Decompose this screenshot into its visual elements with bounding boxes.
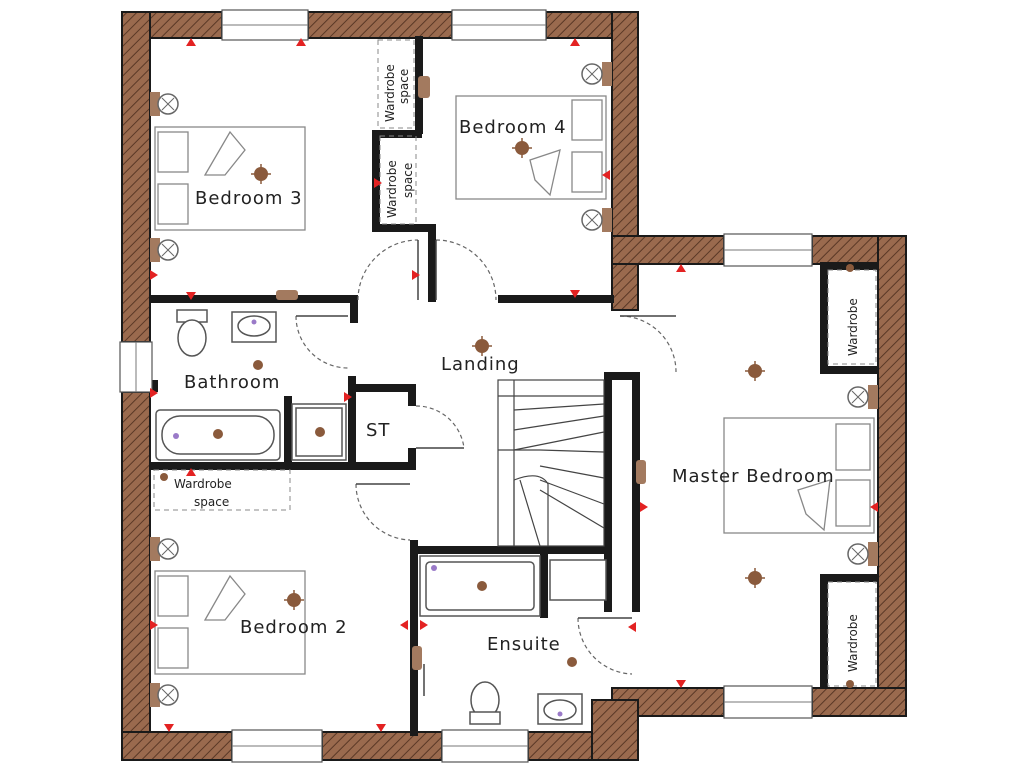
socket-marker-icon <box>870 502 878 512</box>
radiator-icon <box>581 62 612 86</box>
light-point-icon <box>477 581 487 591</box>
wardrobe-label-master-top: Wardrobe <box>846 298 860 356</box>
light-point-icon <box>253 360 263 370</box>
socket-marker-icon <box>602 170 610 180</box>
light-points <box>160 138 854 688</box>
socket-marker-icon <box>412 270 420 280</box>
exterior-walls <box>121 11 907 761</box>
door-swing-icon <box>435 239 497 301</box>
radiator-icon <box>276 290 298 300</box>
wardrobe-space-label-3b: space <box>194 495 229 509</box>
room-label-bedroom2: Bedroom 2 <box>240 617 348 638</box>
radiators <box>150 62 878 707</box>
room-label-st: ST <box>366 420 390 441</box>
radiator-icon <box>150 238 179 262</box>
room-labels: Bedroom 3 Bedroom 4 Bathroom Landing ST … <box>184 117 835 655</box>
socket-marker-icon <box>420 620 428 630</box>
socket-marker-icon <box>150 388 158 398</box>
wardrobe-label-master-bottom: Wardrobe <box>846 614 860 672</box>
radiator-icon <box>847 385 878 409</box>
socket-marker-icon <box>628 622 636 632</box>
socket-marker-icon <box>374 178 382 188</box>
socket-marker-icon <box>150 620 158 630</box>
socket-marker-icon <box>676 264 686 272</box>
toilet-bathroom <box>176 309 208 357</box>
radiator-icon <box>150 683 179 707</box>
light-point-icon <box>315 427 325 437</box>
door-swing-icon <box>619 315 677 373</box>
door-swing-icon <box>577 617 633 675</box>
basin-ensuite <box>537 693 583 725</box>
room-label-bedroom4: Bedroom 4 <box>459 117 567 138</box>
wardrobe-spaces <box>153 39 877 687</box>
light-point-icon <box>472 336 492 356</box>
room-label-landing: Landing <box>441 354 520 375</box>
toilet-ensuite <box>469 681 501 725</box>
socket-marker-icon <box>296 38 306 46</box>
socket-marker-icon <box>570 290 580 298</box>
light-point-icon <box>745 361 765 381</box>
wardrobe-space-label-2b: space <box>401 163 415 198</box>
wardrobe-space-label-2: Wardrobe <box>385 160 399 218</box>
socket-marker-icon <box>164 724 174 732</box>
staircase <box>497 379 605 547</box>
room-label-ensuite: Ensuite <box>487 634 561 655</box>
room-label-bathroom: Bathroom <box>184 372 280 393</box>
doors <box>295 239 677 696</box>
radiator-icon <box>847 542 878 566</box>
radiator-icon <box>150 92 179 116</box>
room-label-master-bedroom: Master Bedroom <box>672 466 835 487</box>
windows <box>119 9 813 763</box>
bed-bedroom3 <box>154 126 306 231</box>
radiator-icon <box>418 76 430 98</box>
light-point-icon <box>160 473 168 481</box>
wardrobe-space-label-1b: space <box>397 69 411 104</box>
socket-marker-icon <box>344 392 352 402</box>
socket-marker-icon <box>376 724 386 732</box>
light-point-icon <box>284 590 304 610</box>
socket-marker-icon <box>186 38 196 46</box>
light-point-icon <box>251 164 271 184</box>
basin-bathroom <box>231 311 277 343</box>
wardrobe-space-label-1: Wardrobe <box>383 64 397 122</box>
room-label-bedroom3: Bedroom 3 <box>195 188 303 209</box>
bed-bedroom2 <box>154 570 306 675</box>
wardrobe-space-label-3: Wardrobe <box>174 477 232 491</box>
socket-marker-icon <box>640 502 648 512</box>
door-swing-icon <box>415 405 465 449</box>
light-point-icon <box>846 680 854 688</box>
socket-marker-icon <box>400 620 408 630</box>
door-swing-icon <box>357 239 419 301</box>
socket-marker-icon <box>150 270 158 280</box>
radiator-icon <box>581 208 612 232</box>
radiator-icon <box>150 537 179 561</box>
radiator-icon <box>412 646 422 670</box>
light-point-icon <box>567 657 577 667</box>
socket-marker-icon <box>676 680 686 688</box>
light-point-icon <box>213 429 223 439</box>
door-swing-icon <box>355 483 411 541</box>
wardrobe-notes: Wardrobe space Wardrobe space Wardrobe s… <box>174 64 860 672</box>
socket-markers <box>150 38 878 732</box>
light-point-icon <box>512 138 532 158</box>
radiator-icon <box>636 460 646 484</box>
door-swing-icon <box>295 315 349 369</box>
bed-master <box>723 417 875 534</box>
socket-marker-icon <box>186 292 196 300</box>
light-point-icon <box>745 568 765 588</box>
light-point-icon <box>846 264 854 272</box>
socket-marker-icon <box>570 38 580 46</box>
socket-marker-icon <box>186 468 196 476</box>
